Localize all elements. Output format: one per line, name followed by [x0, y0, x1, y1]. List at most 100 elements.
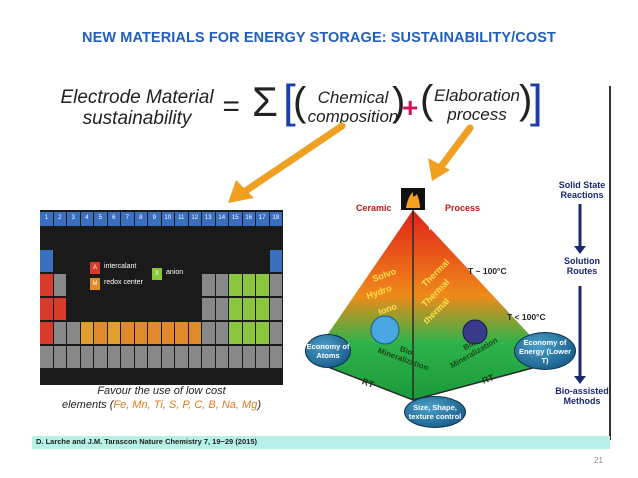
- caption-prefix: elements (: [62, 399, 114, 411]
- element-cell: [148, 346, 161, 368]
- oval-economy-energy: Economy of Energy (Lower T): [514, 332, 576, 370]
- bracket-open-icon: [: [283, 75, 296, 127]
- element-cell: [215, 346, 228, 368]
- element-cell: [188, 346, 201, 368]
- group-number: 5: [94, 212, 107, 226]
- label-t-hot: T = x 100°C: [427, 222, 473, 232]
- element-cell: [40, 346, 53, 368]
- caption-line1: Favour the use of low cost: [97, 385, 226, 397]
- element-cell: [53, 346, 66, 368]
- element-cell: [53, 298, 66, 320]
- element-cell: [175, 322, 188, 344]
- side-solid-state: Solid State Reactions: [558, 180, 606, 200]
- element-cell: [256, 322, 269, 344]
- element-cell: [242, 274, 255, 296]
- element-cell: [121, 322, 134, 344]
- element-cell: [269, 322, 282, 344]
- element-cell: [242, 298, 255, 320]
- term-elaboration: Elaboration process: [432, 86, 522, 124]
- element-cell: [229, 322, 242, 344]
- equation-left-line2: sustainability: [82, 108, 192, 129]
- paren-close-icon-2: ): [519, 78, 533, 122]
- element-cell: [53, 274, 66, 296]
- term-chemical: Chemical composition: [303, 88, 403, 126]
- element-cell: [269, 346, 282, 368]
- oval-economy-atoms: Economy of Atoms: [305, 334, 351, 368]
- plus-sign: +: [402, 92, 419, 123]
- legend-intercalant-label: intercalant: [104, 263, 137, 270]
- label-ceramic: Ceramic: [356, 203, 392, 213]
- page-number: 21: [594, 456, 603, 465]
- element-cell: [202, 274, 215, 296]
- legend-redox-label: redox center: [104, 279, 143, 286]
- pyramid-left-face: [310, 210, 413, 400]
- group-number: 10: [161, 212, 174, 226]
- label-process: Process: [445, 203, 481, 213]
- flame-icon: [406, 192, 420, 208]
- term-elaboration-line1: Elaboration: [433, 86, 520, 105]
- element-cell: [202, 298, 215, 320]
- side-arrows: [574, 204, 586, 384]
- element-cell: [242, 346, 255, 368]
- group-number: 1: [40, 212, 53, 226]
- paren-open-icon: (: [293, 80, 307, 124]
- term-chemical-line2: composition: [307, 107, 399, 126]
- element-cell: [80, 322, 93, 344]
- element-cell: [229, 298, 242, 320]
- group-number: 11: [175, 212, 188, 226]
- group-number: 4: [80, 212, 93, 226]
- group-number: 9: [148, 212, 161, 226]
- group-number: 18: [269, 212, 282, 226]
- element-cell: [269, 298, 282, 320]
- term-chemical-line1: Chemical: [317, 88, 389, 107]
- element-cell: [188, 322, 201, 344]
- element-cell: [161, 346, 174, 368]
- element-cell: [202, 322, 215, 344]
- group-number: 8: [134, 212, 147, 226]
- microstructure-icon: [370, 315, 400, 345]
- legend-redox-swatch: M: [90, 278, 100, 290]
- group-number: 12: [188, 212, 201, 226]
- element-cell: [40, 322, 53, 344]
- caption-line2: elements (Fe, Mn, Ti, S, P, C, B, Na, Mg…: [40, 398, 283, 412]
- element-cell: [107, 346, 120, 368]
- group-number: 15: [229, 212, 242, 226]
- element-cell: [242, 322, 255, 344]
- oval-size-shape: Size, Shape, texture control: [404, 396, 466, 428]
- element-cell: [80, 346, 93, 368]
- group-number: 16: [242, 212, 255, 226]
- citation: D. Larche and J.M. Tarascon Nature Chemi…: [36, 437, 257, 446]
- legend-anion-label: anion: [166, 269, 184, 276]
- element-cell: [256, 298, 269, 320]
- element-cell: [53, 322, 66, 344]
- element-cell: [134, 322, 147, 344]
- element-cell: [121, 346, 134, 368]
- element-cell: [215, 274, 228, 296]
- side-bio-assisted: Bio-assisted Methods: [555, 386, 609, 406]
- legend-intercalant-swatch: A: [90, 262, 100, 274]
- element-cell: [269, 250, 282, 272]
- equation-left: Electrode Material sustainability: [52, 87, 222, 129]
- equation-left-line1: Electrode Material: [60, 87, 214, 108]
- term-elaboration-line2: process: [447, 105, 507, 124]
- element-cell: [148, 322, 161, 344]
- group-number: 3: [67, 212, 80, 226]
- arrow-right-icon: [428, 124, 474, 181]
- group-number: 14: [215, 212, 228, 226]
- group-number: 13: [202, 212, 215, 226]
- arrow-left-icon: [228, 122, 346, 203]
- element-cell: [215, 298, 228, 320]
- element-cell: [134, 346, 147, 368]
- equals-sign: =: [222, 90, 240, 123]
- element-cell: [67, 322, 80, 344]
- element-cell: [40, 250, 53, 272]
- label-t-mid: T ~ 100°C: [468, 266, 507, 276]
- bracket-close-icon: ]: [530, 75, 543, 127]
- paren-close-icon: ): [392, 80, 406, 124]
- sigma-symbol: Σ: [252, 78, 278, 125]
- group-number: 2: [53, 212, 66, 226]
- element-cell: [161, 322, 174, 344]
- element-cell: [215, 322, 228, 344]
- slide-title: NEW MATERIALS FOR ENERGY STORAGE: SUSTAI…: [82, 30, 556, 46]
